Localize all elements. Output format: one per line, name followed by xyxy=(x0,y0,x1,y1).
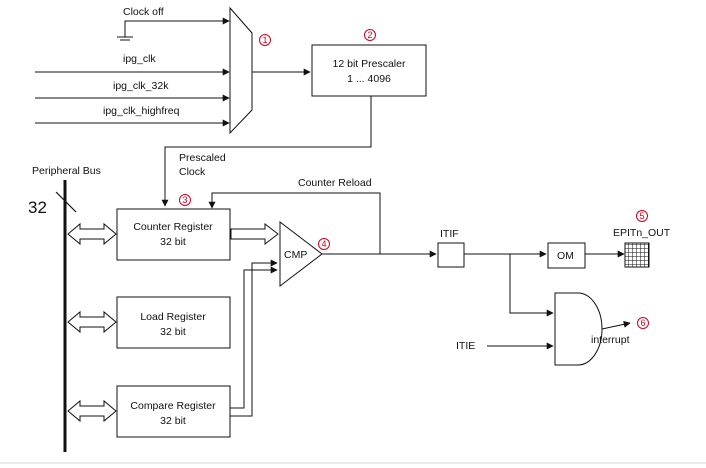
itif-label: ITIF xyxy=(440,228,459,240)
itif-box xyxy=(437,242,465,268)
badge-2: 2 xyxy=(364,29,376,41)
interrupt-label: interrupt xyxy=(591,334,630,346)
counter-register-title: Counter Register xyxy=(133,221,213,233)
itie-label: ITIE xyxy=(456,340,475,352)
ipg-clk-label: ipg_clk xyxy=(123,53,156,65)
load-register-box xyxy=(116,296,231,349)
and-gate xyxy=(554,292,603,366)
om-box xyxy=(547,242,586,269)
counter-bus-arrow xyxy=(67,222,117,246)
ipg-clk-32k-label: ipg_clk_32k xyxy=(113,80,169,92)
counter-cmp-arrow xyxy=(230,222,279,246)
compare-bus-arrow xyxy=(67,399,117,423)
prescaler-box xyxy=(311,44,427,97)
counter-register-box xyxy=(116,208,231,261)
badge-4: 4 xyxy=(318,238,330,250)
load-register-title: Load Register xyxy=(140,311,206,323)
svg-text:2: 2 xyxy=(367,30,372,40)
cmp-label: CMP xyxy=(284,249,307,261)
epit-out-pin xyxy=(624,242,650,268)
peripheral-bus-label: Peripheral Bus xyxy=(32,165,101,177)
compare-register-title: Compare Register xyxy=(130,400,216,412)
clock-off-input: Clock off xyxy=(117,6,230,41)
prescaled-clock-label-1: Prescaled xyxy=(179,152,226,164)
compare-register-width: 32 bit xyxy=(160,415,186,427)
bus-width-label: 32 xyxy=(28,198,47,217)
svg-text:5: 5 xyxy=(639,211,644,221)
compare-register-box xyxy=(116,385,231,438)
badge-6: 6 xyxy=(637,317,649,329)
clock-mux xyxy=(229,6,253,135)
clock-off-label: Clock off xyxy=(123,6,164,18)
prescaler-range: 1 ... 4096 xyxy=(347,73,391,85)
ipg-clk-highfreq-label: ipg_clk_highfreq xyxy=(103,105,180,117)
cmp-comparator xyxy=(279,220,323,288)
ipg-clk-highfreq-input: ipg_clk_highfreq xyxy=(35,105,230,127)
badge-1: 1 xyxy=(259,34,271,46)
svg-text:3: 3 xyxy=(182,195,187,205)
svg-text:1: 1 xyxy=(262,35,267,45)
ipg-clk-32k-input: ipg_clk_32k xyxy=(35,80,230,102)
badge-3: 3 xyxy=(179,194,191,206)
svg-text:6: 6 xyxy=(640,318,645,328)
epit-out-label: EPITn_OUT xyxy=(613,227,671,239)
om-label: OM xyxy=(557,250,574,262)
counter-reload-label: Counter Reload xyxy=(298,177,372,189)
svg-text:4: 4 xyxy=(321,239,326,249)
prescaler-title: 12 bit Prescaler xyxy=(333,58,406,70)
load-register-width: 32 bit xyxy=(160,326,186,338)
prescaled-clock-label-2: Clock xyxy=(179,166,206,178)
badge-5: 5 xyxy=(636,210,648,222)
counter-register-width: 32 bit xyxy=(160,236,186,248)
load-bus-arrow xyxy=(67,310,117,334)
bus-width-slash xyxy=(55,191,77,213)
ipg-clk-input: ipg_clk xyxy=(35,53,230,76)
